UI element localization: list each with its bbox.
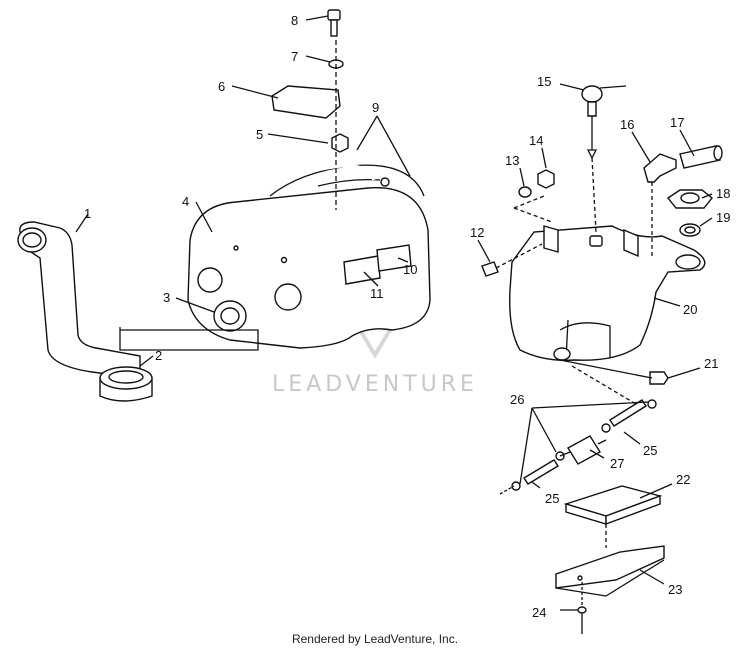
watermark-text: LEADVENTURE bbox=[272, 372, 478, 397]
mount-bolt bbox=[327, 9, 341, 37]
callout-9: 9 bbox=[372, 100, 379, 115]
reservoir-washer bbox=[518, 186, 532, 198]
callout-labels: 1 2 3 4 5 6 7 8 9 10 11 12 13 14 15 16 1… bbox=[84, 13, 730, 620]
callout-25b: 25 bbox=[545, 491, 559, 506]
callout-15: 15 bbox=[537, 74, 551, 89]
fuel-filter bbox=[559, 435, 607, 465]
callout-6: 6 bbox=[218, 79, 225, 94]
callout-1: 1 bbox=[84, 206, 91, 221]
outlet-fitting bbox=[559, 359, 669, 385]
callout-16: 16 bbox=[620, 117, 634, 132]
callout-5: 5 bbox=[256, 127, 263, 142]
callout-27: 27 bbox=[610, 456, 624, 471]
callout-17: 17 bbox=[670, 115, 684, 130]
fuel-line-upper bbox=[609, 399, 647, 427]
callout-11: 11 bbox=[370, 286, 384, 301]
mount-bracket bbox=[271, 85, 341, 119]
filler-neck-tube bbox=[17, 221, 141, 379]
callout-24: 24 bbox=[532, 605, 546, 620]
callout-23: 23 bbox=[668, 582, 682, 597]
fill-hose bbox=[679, 145, 723, 169]
elbow-fitting bbox=[643, 153, 677, 256]
callout-21: 21 bbox=[704, 356, 718, 371]
reservoir-bolt bbox=[481, 243, 543, 277]
callout-10: 10 bbox=[403, 262, 417, 277]
tank-grommet bbox=[213, 300, 247, 332]
vent-hose bbox=[268, 164, 454, 281]
callout-26: 26 bbox=[510, 392, 524, 407]
mount-pad bbox=[563, 485, 663, 526]
callout-20: 20 bbox=[683, 302, 697, 317]
callout-4: 4 bbox=[182, 194, 189, 209]
seal-ring bbox=[679, 223, 701, 237]
callout-12: 12 bbox=[470, 225, 484, 240]
callout-22: 22 bbox=[676, 472, 690, 487]
callout-14: 14 bbox=[529, 133, 543, 148]
callout-3: 3 bbox=[163, 290, 170, 305]
mount-plate bbox=[555, 545, 665, 597]
callout-2: 2 bbox=[155, 348, 162, 363]
fuel-line-lower bbox=[523, 459, 559, 485]
cap-clip bbox=[666, 189, 713, 209]
callout-8: 8 bbox=[291, 13, 298, 28]
callout-25a: 25 bbox=[643, 443, 657, 458]
callout-7: 7 bbox=[291, 49, 298, 64]
reservoir-nut bbox=[537, 169, 555, 189]
callout-18: 18 bbox=[716, 186, 730, 201]
mount-nut bbox=[331, 133, 349, 153]
clamp-set bbox=[511, 399, 657, 491]
callout-19: 19 bbox=[716, 210, 730, 225]
callout-13: 13 bbox=[505, 153, 519, 168]
plate-screw bbox=[577, 582, 587, 634]
oil-reservoir bbox=[509, 225, 706, 361]
footer-credit: Rendered by LeadVenture, Inc. bbox=[292, 632, 458, 646]
oil-tank-left bbox=[187, 164, 431, 349]
level-sensor bbox=[581, 85, 627, 233]
grommet bbox=[99, 366, 153, 402]
